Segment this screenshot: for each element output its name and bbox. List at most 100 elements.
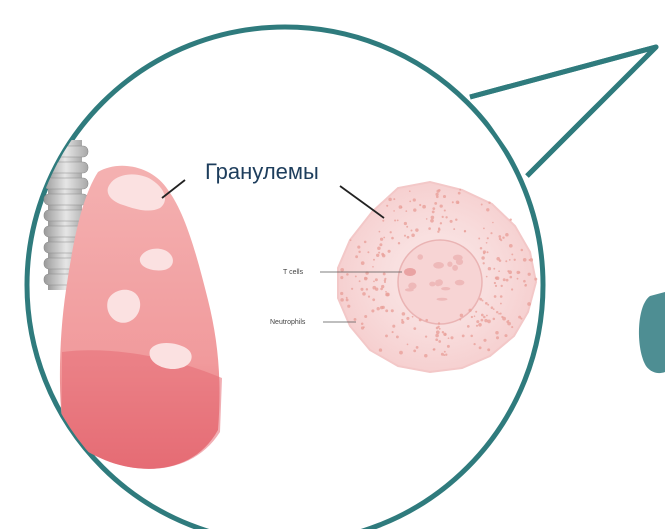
granulomas-label: Гранулемы (205, 159, 319, 184)
partial-teal-shape (639, 292, 665, 373)
neutrophil-cell (496, 257, 500, 261)
neutrophil-cell (502, 317, 506, 321)
neutrophil-cell (373, 259, 375, 261)
neutrophil-cell (393, 210, 395, 212)
spine-ring (44, 178, 88, 189)
neutrophil-cell (492, 222, 494, 224)
neutrophil-cell (483, 262, 485, 264)
neutrophil-cell (354, 318, 357, 321)
neutrophil-cell (482, 300, 484, 302)
neutrophil-cell (447, 345, 450, 348)
neutrophil-cell (364, 241, 367, 244)
neutrophil-cell (458, 192, 461, 195)
neutrophil-cell (340, 276, 343, 279)
neutrophil-cell (491, 306, 494, 309)
neutrophil-cell (444, 351, 446, 353)
neutrophil-cell (376, 254, 379, 257)
neutrophil-cell (419, 204, 421, 206)
t-cell (441, 287, 450, 290)
neutrophil-cell (517, 278, 519, 280)
neutrophil-cell (486, 242, 488, 244)
neutrophil-cell (520, 318, 522, 320)
neutrophil-cell (438, 322, 440, 324)
neutrophil-cell (404, 222, 407, 225)
neutrophil-cell (346, 297, 348, 299)
neutrophil-cell (509, 218, 511, 220)
neutrophil-cell (351, 288, 353, 290)
neutrophil-cell (496, 311, 498, 313)
neutrophil-cell (453, 228, 455, 230)
neutrophil-cell (404, 235, 406, 237)
neutrophil-cell (459, 189, 461, 191)
neutrophil-cell (410, 229, 412, 231)
neutrophil-cell (436, 327, 439, 330)
neutrophil-cell (412, 316, 414, 318)
neutrophil-cell (386, 293, 390, 297)
neutrophil-cell (368, 296, 370, 298)
neutrophil-cell (486, 276, 488, 278)
neutrophil-cell (380, 238, 383, 241)
neutrophil-cell (483, 316, 486, 319)
neutrophil-cell (372, 266, 374, 268)
neutrophil-cell (523, 280, 526, 283)
neutrophil-cell (527, 302, 531, 306)
neutrophil-cell (373, 281, 375, 283)
neutrophil-cell (439, 328, 441, 330)
neutrophil-cell (405, 210, 407, 212)
neutrophil-cell (518, 272, 520, 274)
neutrophil-cell (534, 278, 537, 281)
neutrophil-cell (426, 218, 428, 220)
neutrophil-cell (355, 275, 357, 277)
neutrophil-cell (378, 252, 380, 254)
neutrophil-cell (464, 230, 466, 232)
neutrophil-cell (438, 227, 440, 229)
neutrophil-cell (402, 312, 406, 316)
neutrophil-cell (496, 336, 499, 339)
neutrophil-cell (431, 216, 435, 220)
neutrophil-cell (498, 313, 500, 315)
neutrophil-cell (397, 220, 399, 222)
t-cell (437, 298, 448, 301)
neutrophil-cell (475, 311, 477, 313)
neutrophil-cell (503, 278, 506, 281)
neutrophil-cell (425, 319, 428, 322)
neutrophil-cell (450, 336, 453, 339)
neutrophil-cell (382, 220, 384, 222)
neutrophil-cell (498, 270, 500, 272)
neutrophil-cell (508, 270, 512, 274)
neutrophil-cell (493, 318, 496, 321)
t-cell (452, 265, 458, 271)
neutrophil-cell (486, 208, 489, 211)
neutrophil-cell (500, 295, 503, 298)
neutrophil-cell (384, 281, 386, 283)
neutrophil-cell (483, 339, 486, 342)
neutrophil-cell (386, 205, 388, 207)
neutrophil-cell (364, 277, 367, 280)
neutrophil-cell (452, 201, 454, 203)
neutrophil-cell (444, 209, 446, 211)
neutrophil-cell (494, 295, 497, 298)
neutrophil-cell (367, 251, 369, 253)
neutrophil-cell (358, 251, 360, 253)
neutrophil-cell (413, 350, 416, 353)
neutrophil-cell (442, 216, 444, 218)
neutrophil-cell (382, 254, 385, 257)
neutrophil-cell (442, 331, 444, 333)
neutrophil-cell (437, 231, 439, 233)
neutrophil-cell (350, 239, 352, 241)
neutrophil-cell (394, 219, 396, 221)
neutrophil-cell (501, 285, 503, 287)
neutrophil-cell (441, 353, 444, 356)
neutrophil-cell (510, 276, 513, 279)
neutrophil-cell (399, 205, 403, 209)
neutrophil-cell (511, 253, 513, 255)
neutrophil-cell (340, 298, 344, 302)
neutrophil-cell (495, 285, 497, 287)
neutrophil-cell (379, 348, 382, 351)
neutrophil-cell (440, 222, 442, 224)
neutrophil-cell (346, 273, 349, 276)
neutrophil-cell (486, 315, 488, 317)
neutrophil-cell (476, 325, 478, 327)
neutrophil-cell (366, 288, 368, 290)
